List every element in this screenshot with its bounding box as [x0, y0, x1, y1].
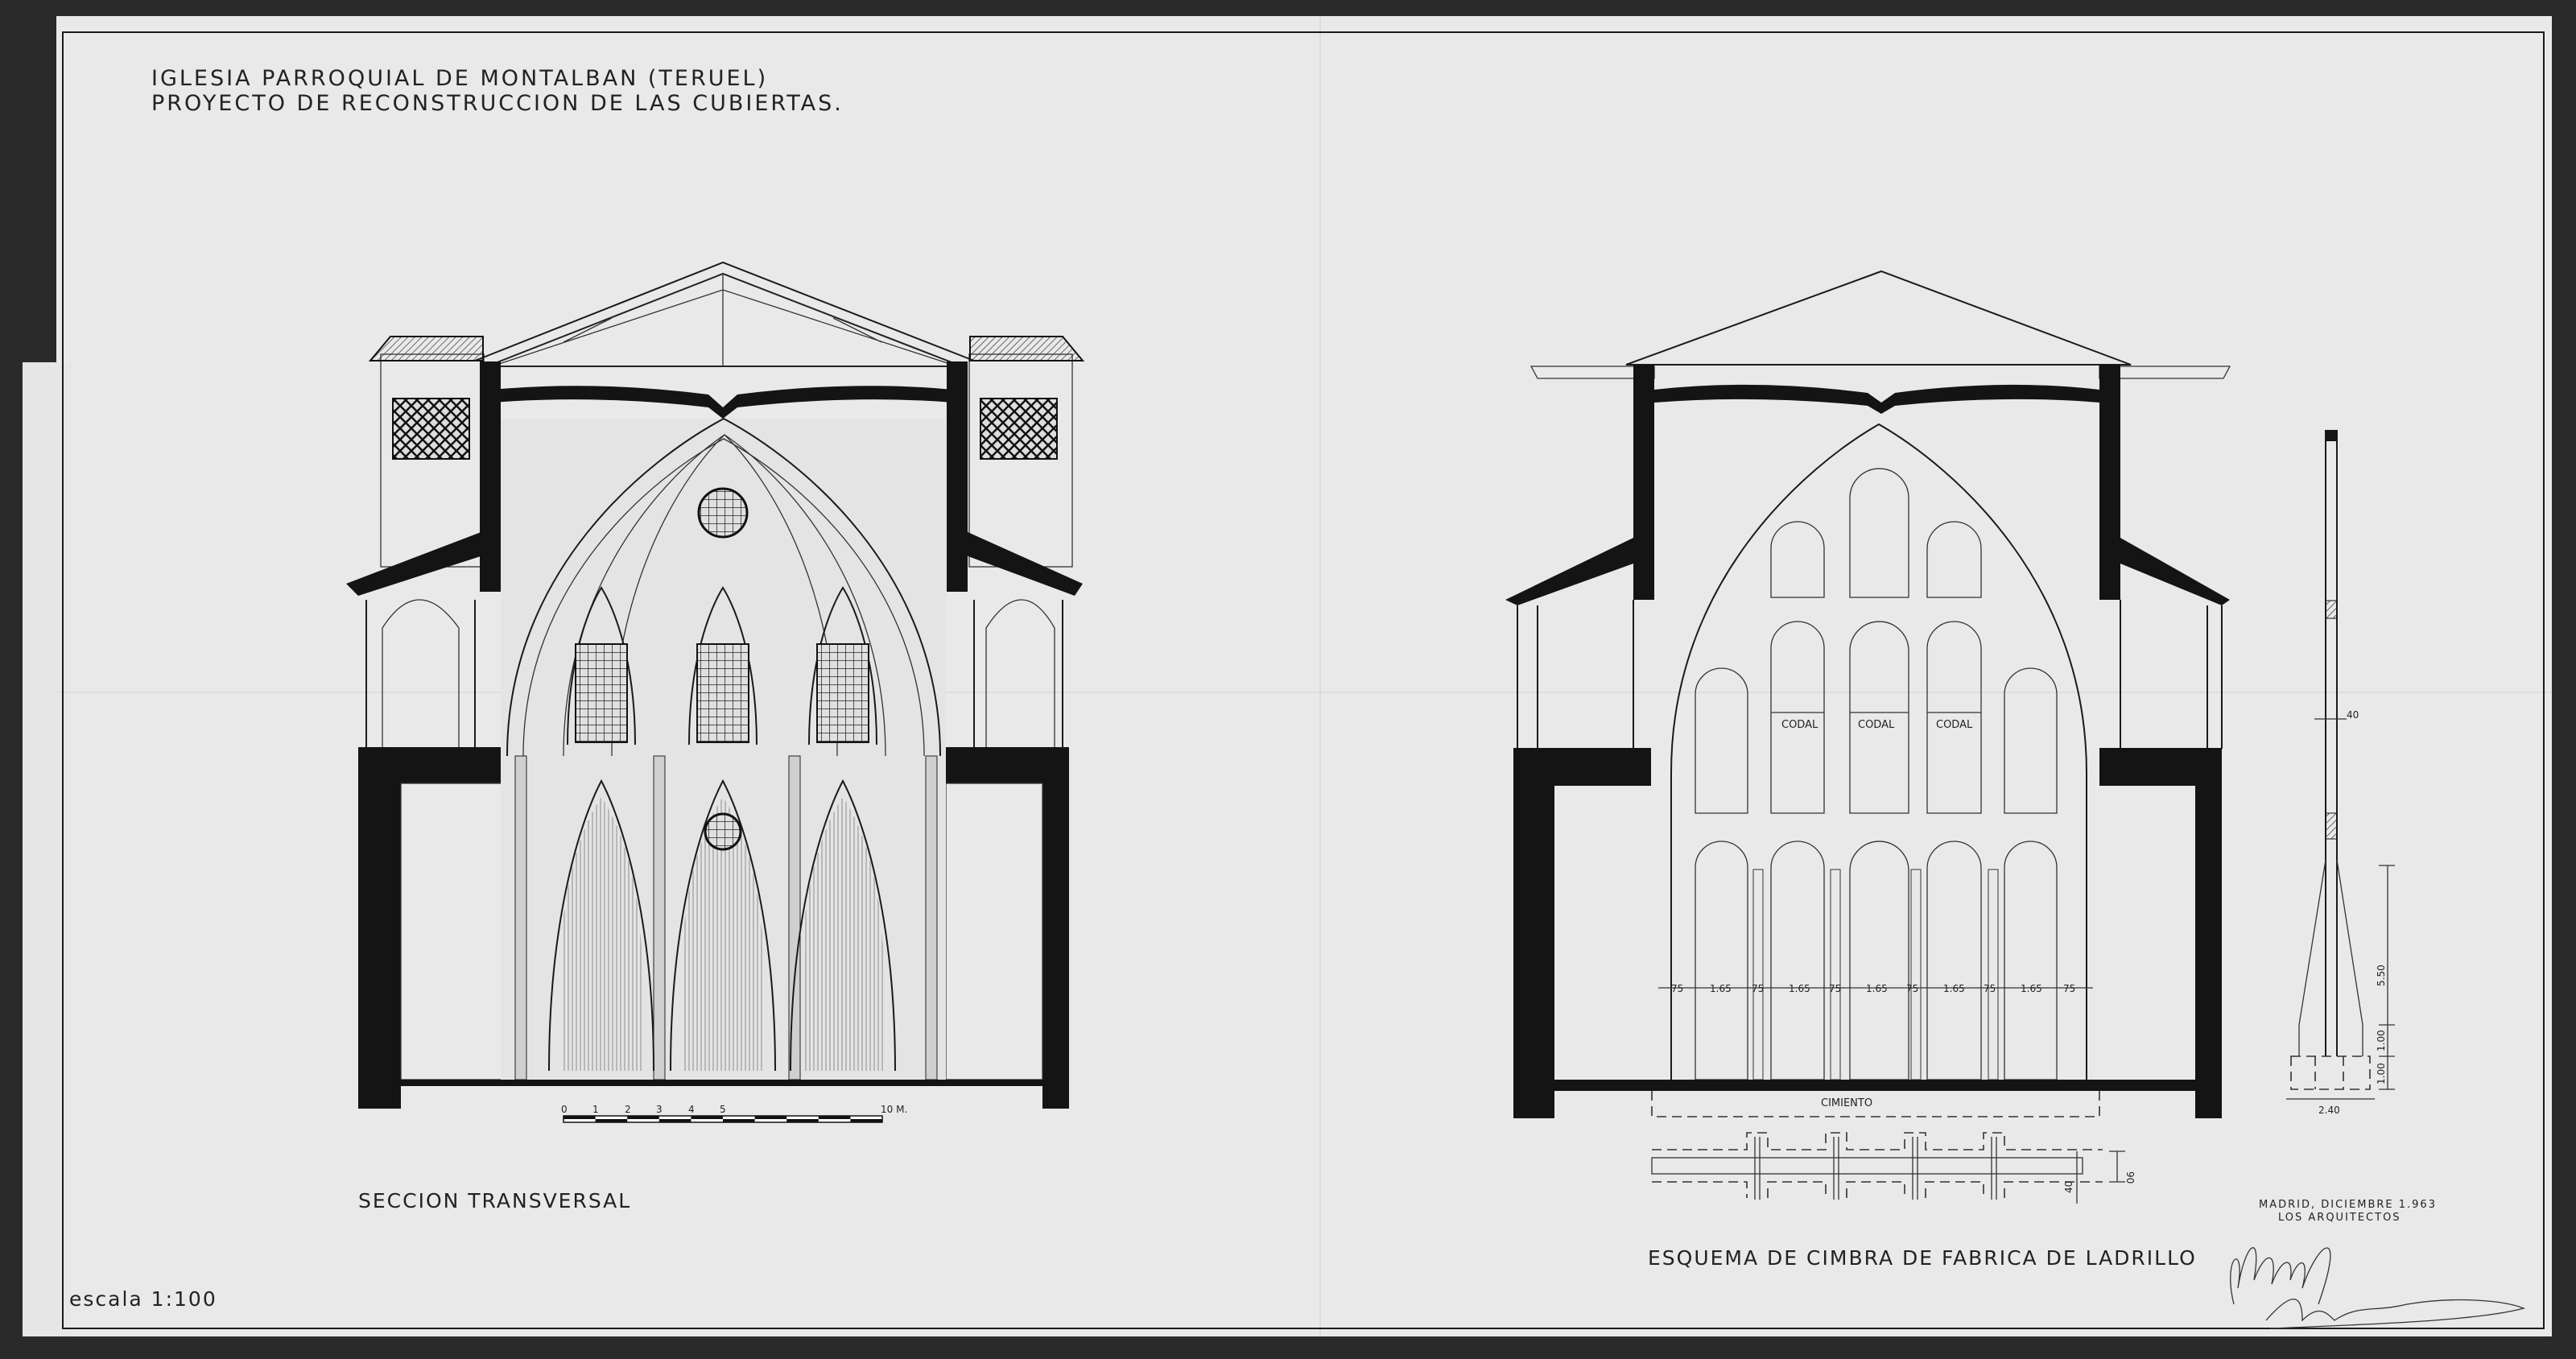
scale-segment — [754, 1116, 787, 1119]
centering-opening — [1926, 521, 1982, 598]
column-footing-width: 2.40 — [2318, 1105, 2340, 1116]
drawing-frame — [62, 31, 2545, 1329]
centering-opening — [1695, 667, 1748, 814]
gothic-window-arch — [688, 586, 758, 746]
centering-opening — [1849, 621, 1909, 814]
scale-segment — [723, 1119, 755, 1122]
dimension-label: 1.65 — [1789, 983, 1810, 994]
column-shaft — [514, 755, 527, 1080]
centering-opening — [1770, 621, 1825, 814]
column-top-width: 40 — [2347, 709, 2359, 721]
lower-arcade-shading — [683, 797, 763, 1071]
gothic-window-arch — [567, 586, 636, 746]
scale-note: escala 1:100 — [69, 1287, 217, 1311]
gothic-window-tracery — [696, 643, 749, 743]
dimension-label: 75 — [1829, 983, 1841, 994]
scale-segment — [691, 1116, 723, 1119]
scale-tick-label: 0 — [561, 1104, 568, 1115]
scale-tick-label: 3 — [656, 1104, 663, 1115]
scale-segment — [564, 1116, 596, 1119]
column-shaft — [653, 755, 666, 1080]
lower-arcade-arch — [670, 779, 776, 1072]
vault-rib — [611, 434, 838, 757]
dimension-label: 1.65 — [1943, 983, 1965, 994]
signatory-role: LOS ARQUITECTOS — [2278, 1212, 2401, 1224]
column-base-height: 1.00 — [2376, 1030, 2387, 1051]
dimension-label: 75 — [1984, 983, 1996, 994]
gothic-window-tracery — [816, 643, 869, 743]
codal-label: CODAL — [1858, 719, 1895, 731]
lower-arcade-shading — [803, 797, 883, 1071]
centering-opening — [1770, 521, 1825, 598]
centering-opening — [1926, 841, 1982, 1080]
section-caption: SECCION TRANSVERSAL — [358, 1189, 631, 1212]
centering-opening — [1770, 841, 1825, 1080]
gothic-window-arch — [808, 586, 877, 746]
foundation-label: CIMIENTO — [1821, 1097, 1872, 1109]
lower-arcade-arch — [790, 779, 896, 1072]
title-line-1: IGLESIA PARROQUIAL DE MONTALBAN (TERUEL) — [151, 66, 768, 91]
scale-tick-label: 1 — [592, 1104, 599, 1115]
scale-end-label: 10 M. — [881, 1104, 907, 1115]
scale-bar: 0 1 2 3 4 5 10 M. — [561, 1104, 907, 1123]
dimension-label: 1.65 — [2021, 983, 2042, 994]
scale-segment — [627, 1116, 659, 1119]
title-line-2: PROYECTO DE RECONSTRUCCION DE LAS CUBIER… — [151, 91, 844, 116]
scheme-caption: ESQUEMA DE CIMBRA DE FABRICA DE LADRILLO — [1648, 1246, 2197, 1270]
codal-label: CODAL — [1781, 719, 1818, 731]
centering-scheme-drawing — [1505, 270, 2231, 1118]
centering-opening — [1849, 468, 1909, 598]
centering-opening — [1926, 621, 1982, 814]
codal-label: CODAL — [1936, 719, 1973, 731]
centering-opening — [2004, 841, 2058, 1080]
centering-opening — [1849, 841, 1909, 1080]
dimension-label: 75 — [2063, 983, 2075, 994]
dimension-label: 1.65 — [1866, 983, 1888, 994]
handwritten-signatures — [2230, 1247, 2526, 1329]
plan-width-dimension: 90 — [2124, 1171, 2136, 1183]
scale-tick-label: 4 — [688, 1104, 695, 1115]
gothic-window-tracery — [575, 643, 628, 743]
lower-arcade-arch — [548, 779, 654, 1072]
scale-segment — [818, 1116, 851, 1119]
scale-segment — [658, 1119, 691, 1122]
scale-segment — [595, 1119, 628, 1122]
column-detail: 40 5.50 1.00 1.00 2.40 — [2286, 430, 2395, 1116]
dimension-labels: 75 1.65 75 1.65 75 1.65 75 1.65 75 1.65 … — [1671, 719, 2075, 1109]
scale-segment — [786, 1119, 819, 1122]
transverse-section-drawing — [346, 261, 1085, 1109]
scale-tick-label: 2 — [625, 1104, 631, 1115]
plan-wall-dimension: 40 — [2063, 1181, 2074, 1193]
column-taper-height: 5.50 — [2376, 965, 2387, 986]
scale-tick-label: 5 — [720, 1104, 726, 1115]
dimension-label: 75 — [1906, 983, 1918, 994]
dimension-label: 75 — [1752, 983, 1764, 994]
lower-arcade-shading — [561, 797, 642, 1071]
centering-opening — [2004, 667, 2058, 814]
scale-segment — [850, 1119, 882, 1122]
centering-plan: 90 40 — [1651, 1132, 2136, 1204]
dimension-label: 1.65 — [1710, 983, 1732, 994]
column-footing-height: 1.00 — [2376, 1063, 2387, 1084]
place-date: MADRID, DICIEMBRE 1.963 — [2259, 1199, 2437, 1211]
dimension-label: 75 — [1671, 983, 1683, 994]
paper-sheet — [56, 16, 2552, 1336]
centering-opening — [1695, 841, 1748, 1080]
column-shaft — [925, 755, 938, 1080]
